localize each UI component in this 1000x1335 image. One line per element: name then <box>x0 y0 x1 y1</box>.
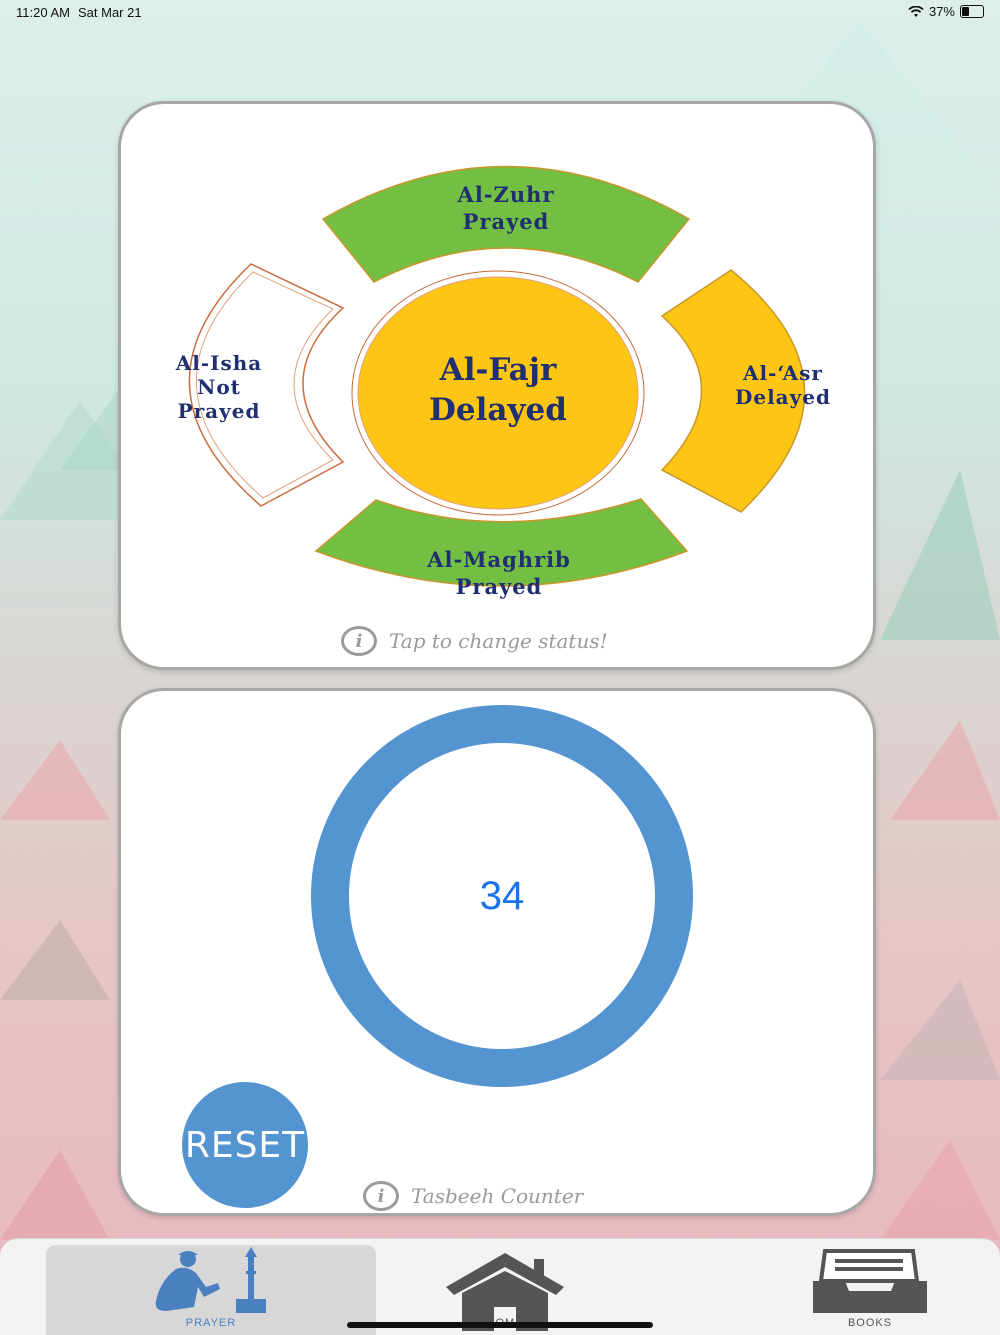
prayer-hint-text: Tap to change status! <box>389 629 608 653</box>
info-icon: i <box>363 1181 399 1211</box>
prayer-wheel: Al-Zuhr Prayed Al-Maghrib Prayed Al-Isha… <box>175 165 831 599</box>
tab-bar: PRAYER HOME BOOKS <box>0 1238 1000 1335</box>
maghrib-name: Al-Maghrib <box>426 547 571 572</box>
tab-books-label: BOOKS <box>847 1317 893 1329</box>
status-date: Sat Mar 21 <box>78 5 142 20</box>
tab-home[interactable]: HOME <box>420 1239 590 1335</box>
tab-prayer-label: PRAYER <box>185 1317 237 1329</box>
reset-button[interactable]: RESET <box>182 1082 308 1208</box>
prayer-status-card: Al-Zuhr Prayed Al-Maghrib Prayed Al-Isha… <box>118 101 876 670</box>
status-time: 11:20 AM <box>16 5 70 20</box>
battery-percent: 37% <box>928 4 955 19</box>
prayer-segment-maghrib[interactable]: Al-Maghrib Prayed <box>314 498 689 599</box>
prayer-segment-fajr[interactable]: Al-Fajr Delayed <box>351 270 645 516</box>
battery-level <box>962 7 969 16</box>
isha-status-line2: Prayed <box>178 399 261 423</box>
fajr-name: Al-Fajr <box>439 352 557 388</box>
tasbeeh-counter-card: 34 RESET i Tasbeeh Counter <box>118 688 876 1216</box>
inbox-tray-icon <box>813 1249 927 1313</box>
tab-books[interactable]: BOOKS <box>790 1239 950 1335</box>
house-icon <box>446 1253 564 1331</box>
isha-name: Al-Isha <box>175 351 263 375</box>
battery-icon <box>960 5 984 18</box>
wifi-icon <box>908 5 924 17</box>
counter-tap-area[interactable]: 34 <box>311 705 693 1087</box>
info-icon: i <box>341 626 377 656</box>
fajr-status: Delayed <box>429 392 567 428</box>
counter-value: 34 <box>479 873 525 918</box>
status-indicators: 37% <box>908 4 984 19</box>
home-indicator <box>347 1322 653 1328</box>
prayer-segment-zuhr[interactable]: Al-Zuhr Prayed <box>321 165 691 283</box>
counter-hint: i Tasbeeh Counter <box>363 1181 583 1211</box>
counter-hint-text: Tasbeeh Counter <box>411 1184 584 1208</box>
prayer-hint: i Tap to change status! <box>341 626 608 656</box>
asr-status: Delayed <box>735 385 831 409</box>
status-bar: 11:20 AM Sat Mar 21 37% <box>0 0 1000 24</box>
zuhr-status: Prayed <box>463 209 550 234</box>
zuhr-name: Al-Zuhr <box>457 182 555 207</box>
praying-person-icon <box>155 1247 266 1313</box>
asr-name: Al-‘Asr <box>742 361 823 385</box>
isha-status-line1: Not <box>197 375 241 399</box>
maghrib-status: Prayed <box>456 574 543 599</box>
tab-prayer[interactable]: PRAYER <box>46 1245 376 1335</box>
prayer-segment-asr[interactable]: Al-‘Asr Delayed <box>660 269 831 513</box>
prayer-segment-isha[interactable]: Al-Isha Not Prayed <box>175 263 345 507</box>
